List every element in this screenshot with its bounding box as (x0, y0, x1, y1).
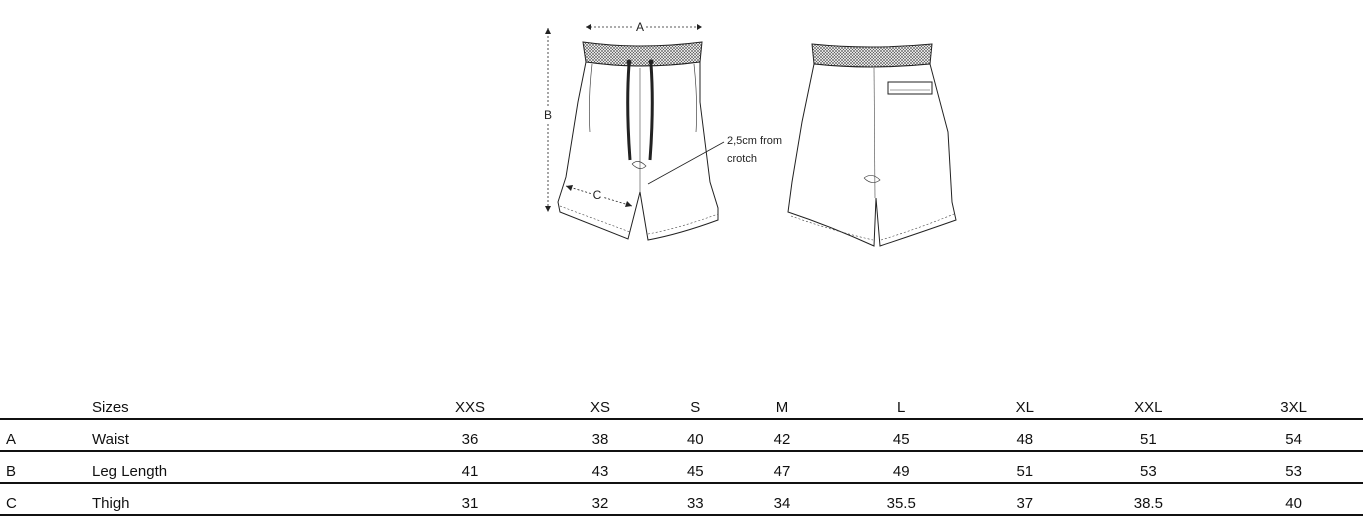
cell-value: 51 (1072, 419, 1225, 452)
header-size-xxl: XXL (1072, 388, 1225, 420)
cell-value: 45 (651, 451, 739, 484)
cell-value: 40 (651, 419, 739, 452)
cell-value: 37 (977, 483, 1073, 516)
cell-value: 36 (392, 419, 548, 452)
note-line-2: crotch (727, 153, 757, 165)
back-waistband (811, 43, 933, 68)
front-view: A B C 2,5cm from crotch (541, 19, 782, 241)
header-size-xs: XS (547, 388, 652, 420)
cell-value: 38 (547, 419, 652, 452)
cell-value: 53 (1072, 451, 1225, 484)
table-row-leg-length: B Leg Length 41 43 45 47 49 51 53 53 (0, 451, 1363, 484)
cell-value: 34 (738, 483, 826, 516)
eyelet-left (626, 59, 632, 65)
cell-value: 51 (977, 451, 1073, 484)
cell-value: 45 (825, 419, 978, 452)
cell-value: 48 (977, 419, 1073, 452)
header-size-xl: XL (977, 388, 1073, 420)
cell-value: 41 (392, 451, 548, 484)
drawstring-right (648, 63, 654, 161)
table-row-thigh: C Thigh 31 32 33 34 35.5 37 38.5 40 (0, 483, 1363, 516)
back-pocket (887, 81, 933, 95)
dimension-b-label: B (544, 108, 552, 122)
cell-value: 40 (1224, 483, 1363, 516)
table-header-row: Sizes XXS XS S M L XL XXL 3XL (0, 388, 1363, 420)
row-code: B (0, 451, 92, 484)
cell-value: 53 (1224, 451, 1363, 484)
cell-value: 33 (651, 483, 739, 516)
cell-value: 43 (547, 451, 652, 484)
row-name: Leg Length (92, 451, 392, 484)
dimension-a-label: A (636, 20, 644, 34)
cell-value: 38.5 (1072, 483, 1225, 516)
cell-value: 31 (392, 483, 548, 516)
row-code: C (0, 483, 92, 516)
size-chart-table: Sizes XXS XS S M L XL XXL 3XL A Waist 36… (0, 388, 1363, 516)
drawstring-left (626, 63, 632, 161)
row-name: Waist (92, 419, 392, 452)
shorts-diagram-svg: A B C 2,5cm from crotch (541, 19, 957, 247)
cell-value: 49 (825, 451, 978, 484)
cell-value: 32 (547, 483, 652, 516)
dimension-c-label: C (593, 188, 602, 202)
front-body (557, 61, 719, 241)
header-size-l: L (825, 388, 978, 420)
header-size-3xl: 3XL (1224, 388, 1363, 420)
row-code: A (0, 419, 92, 452)
cell-value: 54 (1224, 419, 1363, 452)
header-code-cell (0, 388, 92, 420)
eyelet-right (648, 59, 654, 65)
note-leader-line (647, 141, 725, 185)
header-size-xxs: XXS (392, 388, 548, 420)
cell-value: 42 (738, 419, 826, 452)
front-waistband (582, 41, 703, 67)
header-size-m: M (738, 388, 826, 420)
shorts-diagram: A B C 2,5cm from crotch (530, 12, 980, 252)
back-body (787, 63, 957, 247)
table-row-waist: A Waist 36 38 40 42 45 48 51 54 (0, 419, 1363, 452)
cell-value: 47 (738, 451, 826, 484)
header-sizes-label: Sizes (92, 388, 392, 420)
note-line-1: 2,5cm from (727, 135, 782, 147)
row-name: Thigh (92, 483, 392, 516)
back-view (787, 43, 957, 247)
cell-value: 35.5 (825, 483, 978, 516)
dimension-c-line (565, 185, 633, 207)
header-size-s: S (651, 388, 739, 420)
